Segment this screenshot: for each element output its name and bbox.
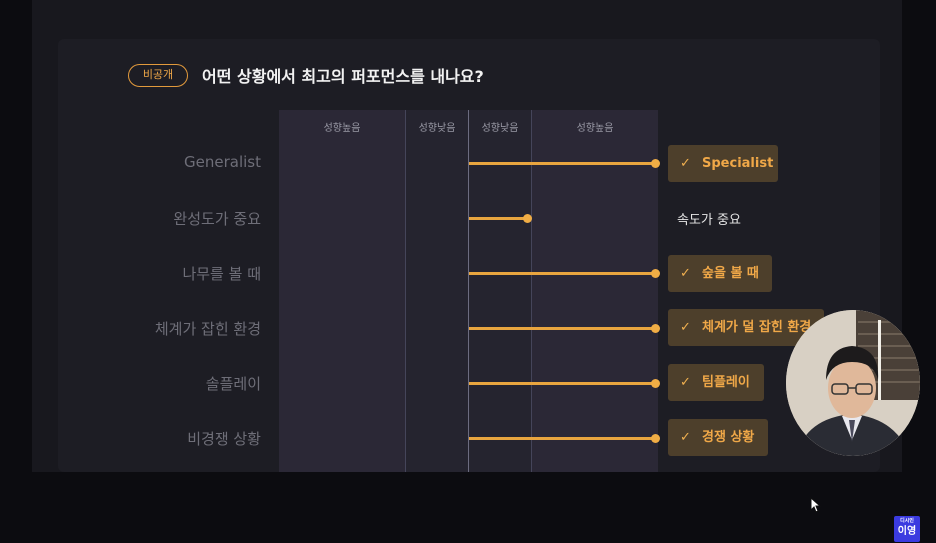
- check-icon: ✓: [680, 156, 691, 171]
- webcam-overlay: [786, 310, 920, 456]
- row-left-label: Generalist: [184, 153, 261, 171]
- row-left-label: 비경쟁 상황: [187, 430, 261, 448]
- preference-line: [469, 217, 527, 220]
- preference-dot[interactable]: [651, 324, 660, 333]
- row-left-label: 완성도가 중요: [173, 210, 261, 228]
- preference-line: [469, 327, 655, 330]
- preference-dot[interactable]: [523, 214, 532, 223]
- column-header: 성향낮음: [418, 123, 456, 134]
- preference-dot[interactable]: [651, 379, 660, 388]
- preference-line: [469, 437, 655, 440]
- mouse-cursor-icon: [810, 497, 822, 513]
- row-left-label: 솔플레이: [205, 375, 261, 393]
- preference-dot[interactable]: [651, 269, 660, 278]
- private-badge: 비공개: [128, 64, 188, 87]
- center-divider: [468, 110, 469, 472]
- check-icon: ✓: [680, 320, 691, 335]
- channel-logo: 디시인 이영: [894, 516, 920, 542]
- preference-dot[interactable]: [651, 159, 660, 168]
- column-header: 성향높음: [323, 123, 361, 134]
- preference-line: [469, 382, 655, 385]
- option-label: 체계가 덜 잡힌 환경: [702, 320, 812, 335]
- zone-divider: [405, 110, 406, 472]
- column-header: 성향낮음: [481, 123, 519, 134]
- option-label: 숲을 볼 때: [702, 266, 759, 281]
- row-left-label: 체계가 잡힌 환경: [154, 320, 261, 338]
- zone-high-right: [532, 110, 658, 472]
- check-icon: ✓: [680, 375, 691, 390]
- zone-low-left: [406, 110, 468, 472]
- selected-option[interactable]: ✓ 숲을 볼 때: [668, 255, 772, 292]
- column-header: 성향높음: [576, 123, 614, 134]
- zone-low-right: [469, 110, 531, 472]
- option-label: 경쟁 상황: [702, 430, 755, 445]
- option-label: Specialist: [702, 156, 774, 171]
- selected-option[interactable]: ✓ 경쟁 상황: [668, 419, 768, 456]
- preference-line: [469, 272, 655, 275]
- preference-line: [469, 162, 655, 165]
- selected-option[interactable]: ✓ 팀플레이: [668, 364, 764, 401]
- row-left-label: 나무를 볼 때: [182, 265, 261, 283]
- check-icon: ✓: [680, 430, 691, 445]
- question-title: 어떤 상황에서 최고의 퍼포먼스를 내나요?: [202, 67, 484, 86]
- preference-dot[interactable]: [651, 434, 660, 443]
- check-icon: ✓: [680, 266, 691, 281]
- selected-option[interactable]: ✓ Specialist: [668, 145, 778, 182]
- presenter-video: [786, 310, 920, 456]
- option-label: 속도가 중요: [677, 213, 741, 228]
- zone-divider: [531, 110, 532, 472]
- zone-high-left: [279, 110, 405, 472]
- option-label: 팀플레이: [702, 375, 750, 390]
